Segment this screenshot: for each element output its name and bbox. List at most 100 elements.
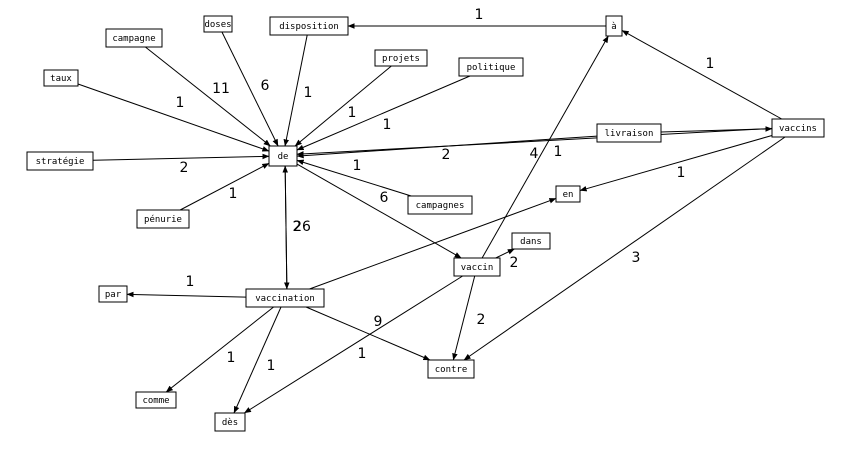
edge-label-vaccins-to-a: 1 — [706, 56, 715, 72]
edge-de-to-vaccin — [296, 163, 462, 259]
edge-projets-to-de — [294, 65, 392, 147]
edge-label-projets-to-de: 1 — [348, 105, 357, 121]
edge-campagnes-to-de — [296, 159, 412, 197]
edge-vaccination-to-de — [282, 165, 289, 289]
node-strategie: stratégie — [26, 151, 94, 171]
edge-campagne-to-de — [145, 46, 271, 147]
node-box-campagne — [105, 28, 163, 48]
edge-label-vaccin-to-contre: 2 — [477, 312, 486, 328]
nodes-layer: de à disposition doses campagne taux projets po… — [26, 15, 825, 432]
node-vaccination: vaccination — [245, 288, 325, 308]
edge-doses-to-de — [221, 31, 279, 147]
node-label-des: dès — [222, 417, 238, 428]
node-box-vaccin — [453, 257, 501, 277]
node-label-en: en — [563, 190, 574, 200]
edge-vaccination-to-des — [233, 306, 282, 414]
node-label-penurie: pénurie — [144, 214, 182, 225]
edge-label-disposition-to-de: 1 — [304, 85, 313, 101]
edge-vaccins-to-contre — [463, 136, 786, 361]
edge-vaccins-to-de — [296, 127, 772, 157]
edge-label-vaccin-to-dans: 2 — [510, 255, 519, 271]
node-label-politique: politique — [467, 63, 516, 73]
node-de: de — [268, 145, 298, 167]
node-box-livraison — [596, 123, 662, 143]
node-politique: politique — [458, 57, 524, 77]
edge-vaccins-to-a — [621, 29, 783, 120]
node-label-campagnes: campagnes — [416, 201, 465, 211]
node-box-taux — [43, 69, 79, 87]
node-box-a — [605, 15, 623, 37]
node-box-de — [268, 145, 298, 167]
edge-label-strategie-to-de: 2 — [180, 160, 189, 176]
edge-vaccination-to-en — [309, 197, 557, 290]
node-disposition: disposition — [269, 16, 349, 36]
edge-label-livraison-to-de: 2 — [442, 147, 451, 163]
edge-label-vaccins-to-contre: 3 — [632, 250, 641, 266]
edge-vaccination-to-par — [126, 291, 247, 298]
node-box-projets — [374, 49, 428, 67]
edge-label-taux-to-de: 1 — [176, 95, 185, 111]
node-box-doses — [203, 15, 233, 33]
edge-label-campagne-to-de: 11 — [212, 81, 230, 97]
edge-label-campagnes-to-de: 1 — [353, 158, 362, 174]
node-comme: comme — [135, 391, 177, 409]
node-label-vaccins: vaccins — [779, 124, 817, 134]
node-label-de: de — [278, 152, 289, 162]
node-label-strategie: stratégie — [36, 156, 85, 167]
node-label-livraison: livraison — [605, 129, 654, 139]
node-campagne: campagne — [105, 28, 163, 48]
node-label-comme: comme — [142, 396, 169, 406]
node-par: par — [98, 285, 128, 303]
node-box-vaccination — [245, 288, 325, 308]
node-label-contre: contre — [435, 365, 468, 375]
edge-strategie-to-de — [92, 153, 270, 161]
edge-label-vaccination-to-par: 1 — [186, 274, 195, 290]
node-box-penurie — [136, 209, 190, 229]
node-label-doses: doses — [204, 20, 231, 30]
node-label-vaccination: vaccination — [255, 294, 315, 304]
edge-label-vaccination-to-de: 2 — [293, 219, 302, 235]
edge-vaccination-to-comme — [165, 306, 274, 393]
edge-label-vaccins-to-en: 1 — [677, 165, 686, 181]
node-box-vaccins — [771, 118, 825, 138]
node-box-strategie — [26, 151, 94, 171]
node-box-comme — [135, 391, 177, 409]
edge-livraison-to-vaccins — [660, 126, 773, 133]
edge-label-vaccination-to-comme: 1 — [227, 350, 236, 366]
node-label-disposition: disposition — [279, 22, 339, 32]
node-label-par: par — [105, 290, 122, 300]
node-label-a: à — [611, 22, 616, 32]
node-label-campagne: campagne — [112, 34, 155, 44]
edge-vaccin-to-des — [244, 275, 463, 414]
edge-label-a-to-disposition: 1 — [475, 7, 484, 23]
edge-penurie-to-de — [179, 162, 270, 211]
node-campagnes: campagnes — [407, 195, 473, 215]
node-projets: projets — [374, 49, 428, 67]
node-a: à — [605, 15, 623, 37]
edge-label-vaccination-to-des: 1 — [267, 358, 276, 374]
node-contre: contre — [427, 359, 475, 379]
node-vaccins: vaccins — [771, 118, 825, 138]
node-label-taux: taux — [50, 74, 72, 84]
edge-vaccination-to-contre — [305, 306, 431, 361]
node-box-disposition — [269, 16, 349, 36]
edge-vaccins-to-en — [579, 134, 773, 192]
node-box-dans — [511, 232, 551, 250]
node-penurie: pénurie — [136, 209, 190, 229]
node-box-contre — [427, 359, 475, 379]
edge-label-de-to-vaccin: 6 — [380, 190, 389, 206]
edge-label-vaccin-to-a: 4 — [530, 146, 539, 162]
node-box-par — [98, 285, 128, 303]
node-taux: taux — [43, 69, 79, 87]
edge-label-vaccin-to-des: 1 — [358, 346, 367, 362]
edge-label-doses-to-de: 6 — [261, 78, 270, 94]
edge-vaccin-to-contre — [452, 275, 476, 361]
node-label-projets: projets — [382, 54, 420, 64]
node-vaccin: vaccin — [453, 257, 501, 277]
node-box-des — [214, 412, 246, 432]
edge-disposition-to-de — [283, 34, 308, 147]
edge-label-penurie-to-de: 1 — [229, 186, 238, 202]
node-doses: doses — [203, 15, 233, 33]
